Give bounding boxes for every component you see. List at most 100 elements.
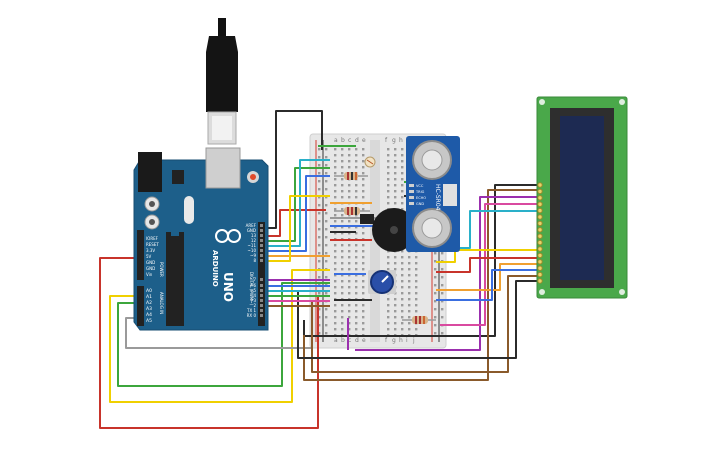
resistor-top[interactable] xyxy=(334,172,368,180)
breadboard-hole xyxy=(334,292,337,295)
breadboard-hole xyxy=(341,196,344,199)
breadboard-hole xyxy=(341,316,344,319)
usb-plug xyxy=(206,36,238,112)
lcd-display[interactable] xyxy=(536,96,628,299)
ultrasonic-sensor[interactable]: HC-SR04 VCC TRIG ECHO GND xyxy=(406,136,460,252)
breadboard-hole xyxy=(401,328,404,331)
breadboard-hole xyxy=(415,298,418,301)
pin-label: RESET xyxy=(146,242,159,247)
breadboard-column-letters-bottom: a b c d e f g h i j xyxy=(334,337,415,344)
voltage-regulator xyxy=(172,170,184,184)
col-letter: a xyxy=(334,337,338,344)
arduino-uno[interactable]: ARDUINO UNO DIGITAL (PWM~) POWER ANALOG … xyxy=(133,18,269,331)
resistor-bottom[interactable] xyxy=(402,316,436,324)
buzzer[interactable] xyxy=(360,208,416,252)
digital-label: DIGITAL (PWM~) xyxy=(249,272,254,306)
potentiometer[interactable] xyxy=(368,270,396,294)
col-letter: a xyxy=(334,137,338,144)
pin-label: ~6 xyxy=(250,283,256,288)
breadboard-hole xyxy=(401,304,404,307)
breadboard-hole xyxy=(348,274,351,277)
breadboard-hole xyxy=(394,178,397,181)
breadboard-hole xyxy=(415,256,418,259)
breadboard-hole xyxy=(408,298,411,301)
breadboard-hole xyxy=(355,292,358,295)
rail-hole xyxy=(318,180,321,183)
lcd-pin xyxy=(537,188,543,195)
arduino-model: UNO xyxy=(221,272,235,302)
rail-hole xyxy=(325,212,328,215)
breadboard-hole xyxy=(387,268,390,271)
breadboard-hole xyxy=(387,262,390,265)
rail-hole xyxy=(318,148,321,151)
arduino-brand: ARDUINO xyxy=(211,250,219,287)
rail-hole xyxy=(325,324,328,327)
breadboard-hole xyxy=(387,172,390,175)
col-letter: d xyxy=(355,337,359,344)
breadboard-hole xyxy=(408,304,411,307)
breadboard-hole xyxy=(341,226,344,229)
digital-pin-labels: AREF GND 13 12 ~11 ~10 ~9 8 7 ~6 ~5 4 ~3… xyxy=(246,223,257,318)
breadboard-hole xyxy=(334,274,337,277)
breadboard-hole xyxy=(394,160,397,163)
pin-label: ~3 xyxy=(250,298,256,303)
breadboard-hole xyxy=(348,154,351,157)
breadboard-hole xyxy=(415,262,418,265)
breadboard-hole xyxy=(348,256,351,259)
rail-hole xyxy=(325,196,328,199)
breadboard-hole xyxy=(341,268,344,271)
pin-label: 7 xyxy=(253,277,256,282)
usb-connector xyxy=(205,147,241,189)
microcontroller-chip xyxy=(166,232,184,326)
breadboard-hole xyxy=(341,256,344,259)
pin-label: GND xyxy=(247,228,256,233)
breadboard-hole xyxy=(401,190,404,193)
lcd-pin xyxy=(537,246,543,252)
rail-hole xyxy=(434,316,437,319)
breadboard-hole xyxy=(355,220,358,223)
lcd-pin xyxy=(537,195,543,201)
sensor-pin-labels: VCC TRIG ECHO GND xyxy=(415,184,426,206)
resistor-middle[interactable] xyxy=(334,207,370,215)
breadboard-hole xyxy=(341,310,344,313)
rail-hole xyxy=(325,228,328,231)
breadboard-hole xyxy=(334,328,337,331)
breadboard-hole xyxy=(401,160,404,163)
breadboard-hole xyxy=(387,202,390,205)
wires xyxy=(99,110,540,429)
breadboard-hole xyxy=(408,274,411,277)
breadboard-hole xyxy=(355,262,358,265)
digital-header xyxy=(258,222,265,326)
lcd-pin xyxy=(537,239,543,246)
breadboard-hole xyxy=(355,232,358,235)
pin-label: TX 1 xyxy=(246,308,256,313)
breadboard-hole xyxy=(394,172,397,175)
breadboard-hole xyxy=(362,304,365,307)
analog-pin-labels: A0 A1 A2 A3 A4 A5 xyxy=(146,288,152,324)
breadboard-hole xyxy=(387,298,390,301)
photoresistor[interactable] xyxy=(364,156,376,168)
wire-d10-blue xyxy=(265,175,330,252)
wire-lcd-orange xyxy=(436,263,540,291)
breadboard-hole xyxy=(387,322,390,325)
breadboard-hole xyxy=(355,286,358,289)
rail-hole xyxy=(325,252,328,255)
lcd-pin xyxy=(537,271,543,278)
breadboard-hole xyxy=(334,226,337,229)
wire-lcd-yellow xyxy=(436,249,540,263)
col-letter: e xyxy=(362,137,366,144)
wire-green-a2 xyxy=(117,282,330,387)
lcd-pin xyxy=(537,233,543,239)
wire-lcd-pink xyxy=(440,203,540,326)
breadboard-hole xyxy=(401,208,404,211)
rail-hole xyxy=(441,300,444,303)
rail-hole xyxy=(434,308,437,311)
col-letter: c xyxy=(348,137,351,144)
rail-hole xyxy=(325,148,328,151)
power-header xyxy=(137,230,144,280)
pin-label: GND xyxy=(416,202,424,206)
rail-hole xyxy=(434,252,437,255)
breadboard-hole xyxy=(394,256,397,259)
breadboard-hole xyxy=(355,316,358,319)
lcd-pin xyxy=(537,220,543,227)
